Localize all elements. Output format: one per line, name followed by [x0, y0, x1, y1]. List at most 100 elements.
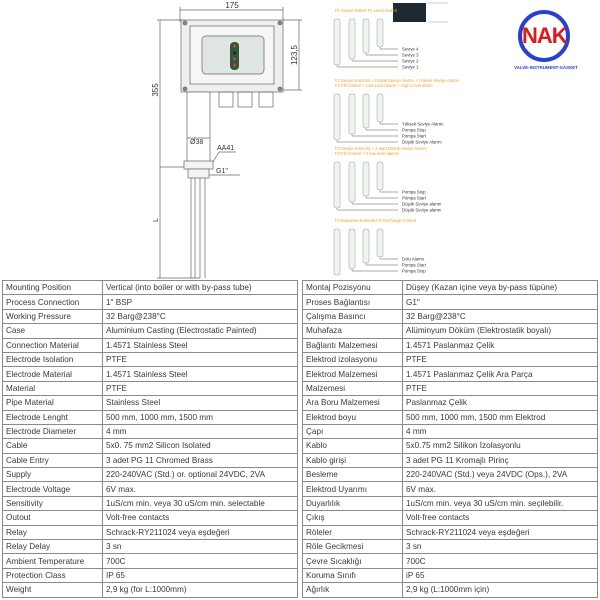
spec-value: 4 mm: [102, 423, 298, 440]
spec-label: Material: [2, 380, 103, 397]
spec-value: Düşey (Kazan içine veya by-pass tüpüne): [402, 279, 598, 296]
diagram-label: Pompa Stop: [402, 269, 426, 274]
electrode-rod: [362, 93, 370, 129]
spec-label: Montaj Pozisyonu: [302, 279, 403, 296]
spec-value: 5x0. 75 mm2 Silicon Isolated: [102, 438, 298, 454]
spec-label: Relay: [2, 524, 103, 541]
hex-dimension: AA41: [217, 145, 234, 152]
spec-value: 6V max.: [102, 481, 298, 497]
spec-label: Connection Material: [2, 337, 103, 353]
spec-label: Case: [2, 323, 103, 339]
width-dimension: 175: [225, 1, 239, 10]
diagram-label: Pompa Stop: [402, 128, 426, 133]
diagram-header: F2 Seviye Kontrolü + Düşük Seviye Alarmı…: [335, 78, 459, 83]
spec-label: Cable: [2, 438, 103, 454]
spec-label: Çevre Sıcaklığı: [302, 553, 403, 569]
spec-value: 1.4571 Stainless Steel: [102, 337, 298, 353]
spec-value: 1" BSP: [102, 294, 298, 310]
spec-label: Weight: [2, 582, 103, 598]
diagram-label: Pompa Start: [402, 134, 427, 139]
diagram-header: F4 Boşaltma Kontrolü F4 Discharge Contro…: [335, 218, 416, 223]
spec-label: Electrode Voltage: [2, 481, 103, 497]
spec-label: Besleme: [302, 467, 403, 483]
spec-value: 32 Barg@238°C: [102, 308, 298, 325]
spec-value: 4 mm: [402, 423, 598, 440]
spec-value: Schrack-RY211024 veya eşdeğeri: [402, 524, 598, 541]
spec-label: Çalışma Basıncı: [302, 308, 403, 325]
dark-panel: [393, 3, 426, 22]
spec-value: 2,9 kg (L:1000mm için): [402, 582, 598, 598]
electrode-rod: [348, 228, 356, 270]
electrode-rod: [333, 228, 341, 276]
diagram-label: Seviye 2: [402, 59, 419, 64]
box-height-dimension: 123,5: [290, 44, 299, 65]
spec-label: Elektrod boyu: [302, 409, 403, 425]
diagram-label: Pompa Start: [402, 263, 427, 268]
spec-value: 1.4571 Stainless Steel: [102, 366, 298, 382]
spec-value: Alüminyum Döküm (Elektrostatik boyalı): [402, 323, 598, 339]
spec-label: Mounting Position: [2, 279, 103, 296]
spec-value: G1": [402, 294, 598, 310]
diameter-dimension: Ø38: [190, 139, 203, 146]
spec-label: Bağlantı Malzemesi: [302, 337, 403, 353]
spec-label: Ağırlık: [302, 582, 403, 598]
spec-value: 1.4571 Paslanmaz Çelik: [402, 337, 598, 353]
spec-value: Schrack-RY211024 veya eşdeğeri: [102, 524, 298, 541]
spec-label: Sensitivity: [2, 495, 103, 512]
spec-label: Working Pressure: [2, 308, 103, 325]
spec-label: Kablo: [302, 438, 403, 454]
diagram-label: Seviye 1: [402, 65, 419, 70]
diagram-label: Yüksek Seviye Alarmı: [402, 122, 444, 127]
electrode-rod: [362, 161, 370, 197]
nak-logo: NAK: [518, 10, 570, 62]
spec-value: Volt-free contacts: [102, 510, 298, 526]
spec-label: Duyarlılık: [302, 495, 403, 512]
spec-label: Çıkış: [302, 510, 403, 526]
spec-label: Process Connection: [2, 294, 103, 310]
spec-label: Muhafaza: [302, 323, 403, 339]
height-dimension: 355: [151, 83, 160, 97]
spec-value: 1uS/cm min. veya 30 uS/cm min. selectabl…: [102, 495, 298, 512]
enclosure-drawing: [157, 7, 302, 279]
diagram-label: Seviye 3: [402, 53, 419, 58]
diagram-label: Dolu Alarmı: [402, 257, 424, 262]
diagram-header: F3 Seviye Kontrolü + 2 adet Düşük Seviye…: [335, 146, 427, 151]
spec-value: 500 mm, 1000 mm, 1500 mm: [102, 409, 298, 425]
spec-label: Proses Bağlantısı: [302, 294, 403, 310]
spec-value: 220-240VAC (Std.) or. optional 24VDC, 2V…: [102, 467, 298, 483]
spec-value: PTFE: [102, 351, 298, 368]
electrode-rod: [376, 161, 384, 191]
spec-label: Malzemesi: [302, 380, 403, 397]
spec-value: 3 sn: [402, 539, 598, 555]
spec-label: Röleler: [302, 524, 403, 541]
electrode-rod: [333, 18, 341, 66]
spec-label: Relay Delay: [2, 539, 103, 555]
spec-label: Electrode Isolation: [2, 351, 103, 368]
spec-value: 500 mm, 1000 mm, 1500 mm Elektrod: [402, 409, 598, 425]
